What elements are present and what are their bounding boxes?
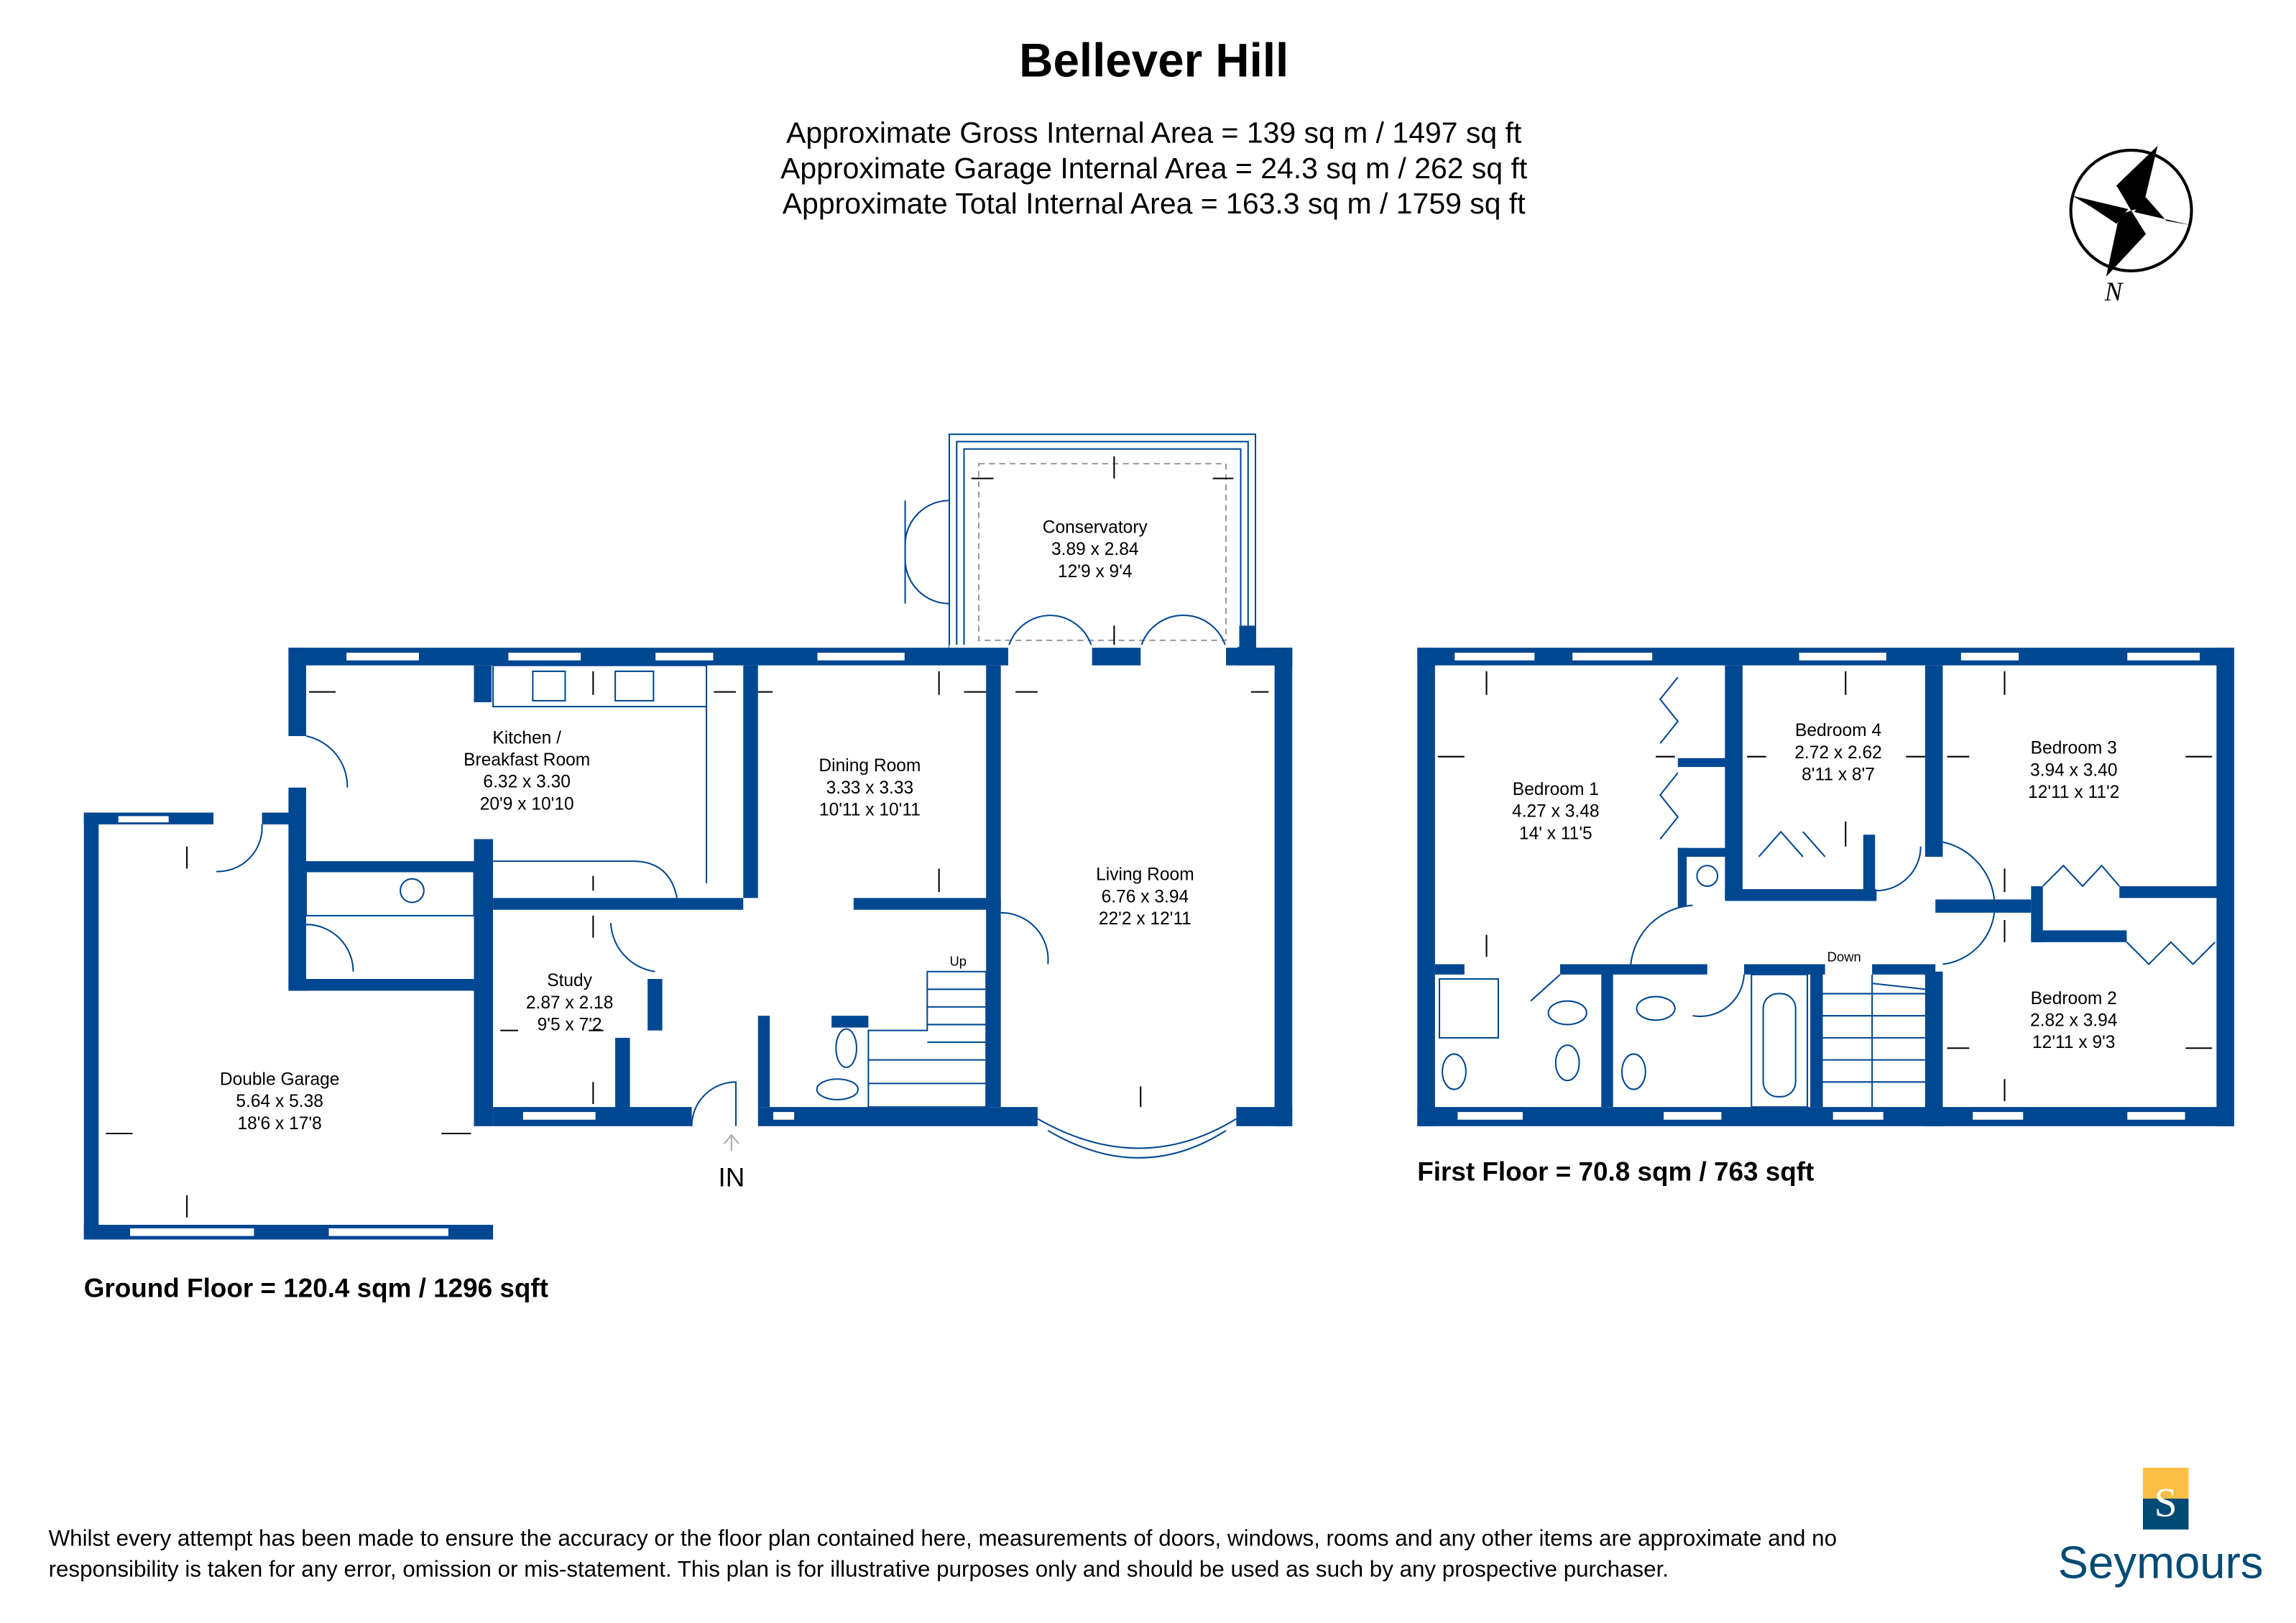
total-area: Approximate Total Internal Area = 163.3 … [783, 187, 1526, 220]
room-name: Double Garage [220, 1070, 340, 1089]
room-metric: 3.89 x 2.84 [1051, 540, 1139, 559]
room-name: Bedroom 2 [2031, 989, 2117, 1008]
room-kitchen: Kitchen / Breakfast Room 6.32 x 3.30 20'… [464, 728, 590, 814]
room-imperial: 12'9 x 9'4 [1058, 562, 1133, 581]
room-imperial: 8'11 x 8'7 [1802, 765, 1875, 784]
room-name: Dining Room [819, 756, 921, 776]
ground-floor-area: Ground Floor = 120.4 sqm / 1296 sqft [84, 1273, 548, 1302]
room-metric: 2.82 x 3.94 [2030, 1011, 2118, 1031]
entrance-arrow-icon [723, 1134, 739, 1151]
room-metric: 6.32 x 3.30 [483, 773, 571, 792]
room-imperial: 20'9 x 10'10 [480, 794, 574, 814]
room-bedroom-2: Bedroom 2 2.82 x 3.94 12'11 x 9'3 [2030, 989, 2118, 1052]
room-name: Study [547, 971, 593, 990]
stairs-down-label: Down [1827, 949, 1861, 964]
disclaimer-line-1: Whilst every attempt has been made to en… [49, 1525, 1837, 1550]
room-living: Living Room 6.76 x 3.94 22'2 x 12'11 [1096, 865, 1194, 929]
room-garage: Double Garage 5.64 x 5.38 18'6 x 17'8 [220, 1070, 340, 1133]
room-metric: 2.87 x 2.18 [526, 993, 614, 1013]
room-name: Living Room [1096, 865, 1194, 885]
logo-letter: S [2154, 1481, 2177, 1526]
first-floor-area: First Floor = 70.8 sqm / 763 sqft [1417, 1157, 1814, 1187]
room-bedroom-1: Bedroom 1 4.27 x 3.48 14' x 11'5 [1512, 780, 1600, 843]
gross-area: Approximate Gross Internal Area = 139 sq… [786, 116, 1522, 150]
seymours-logo: S Seymours [2058, 1467, 2264, 1588]
logo-brand: Seymours [2058, 1538, 2264, 1588]
room-imperial: 12'11 x 9'3 [2032, 1033, 2115, 1052]
disclaimer-line-2: responsibility is taken for any error, o… [49, 1556, 1669, 1581]
room-metric: 3.94 x 3.40 [2030, 760, 2118, 780]
room-imperial: 22'2 x 12'11 [1099, 909, 1191, 929]
room-metric: 6.76 x 3.94 [1102, 887, 1189, 906]
page-title: Bellever Hill [1019, 34, 1288, 86]
room-imperial: 12'11 x 11'2 [2028, 783, 2119, 802]
entrance-label: IN [718, 1163, 744, 1192]
ground-floor-plan: Conservatory 3.89 x 2.84 12'9 x 9'4 Kitc… [84, 433, 1293, 1302]
room-metric: 5.64 x 5.38 [236, 1092, 323, 1111]
room-bedroom-3: Bedroom 3 3.94 x 3.40 12'11 x 11'2 [2028, 739, 2119, 802]
room-imperial: 10'11 x 10'11 [819, 801, 921, 820]
room-metric: 4.27 x 3.48 [1512, 802, 1600, 822]
room-study: Study 2.87 x 2.18 9'5 x 7'2 [526, 971, 614, 1034]
stairs-up-label: Up [950, 954, 967, 969]
room-name: Conservatory [1043, 518, 1148, 537]
room-bedroom-4: Bedroom 4 2.72 x 2.62 8'11 x 8'7 [1794, 721, 1882, 784]
room-metric: 2.72 x 2.62 [1794, 743, 1882, 763]
room-imperial: 9'5 x 7'2 [538, 1016, 602, 1035]
room-name: Bedroom 3 [2031, 739, 2117, 758]
compass-north-label: N [2104, 277, 2124, 306]
garage-area: Approximate Garage Internal Area = 24.3 … [780, 152, 1528, 185]
first-floor-plan: Bedroom 1 4.27 x 3.48 14' x 11'5 Bedroom… [1417, 648, 2234, 1187]
room-name: Bedroom 1 [1513, 780, 1599, 799]
compass-icon: N [2069, 145, 2193, 306]
room-name: Bedroom 4 [1795, 721, 1881, 740]
room-imperial: 14' x 11'5 [1519, 824, 1592, 843]
room-name-line2: Breakfast Room [464, 750, 590, 770]
room-name: Kitchen / [492, 728, 561, 748]
room-metric: 3.33 x 3.33 [826, 778, 914, 798]
room-dining: Dining Room 3.33 x 3.33 10'11 x 10'11 [819, 756, 921, 819]
room-conservatory: Conservatory 3.89 x 2.84 12'9 x 9'4 [1043, 518, 1148, 581]
room-imperial: 18'6 x 17'8 [237, 1114, 321, 1134]
